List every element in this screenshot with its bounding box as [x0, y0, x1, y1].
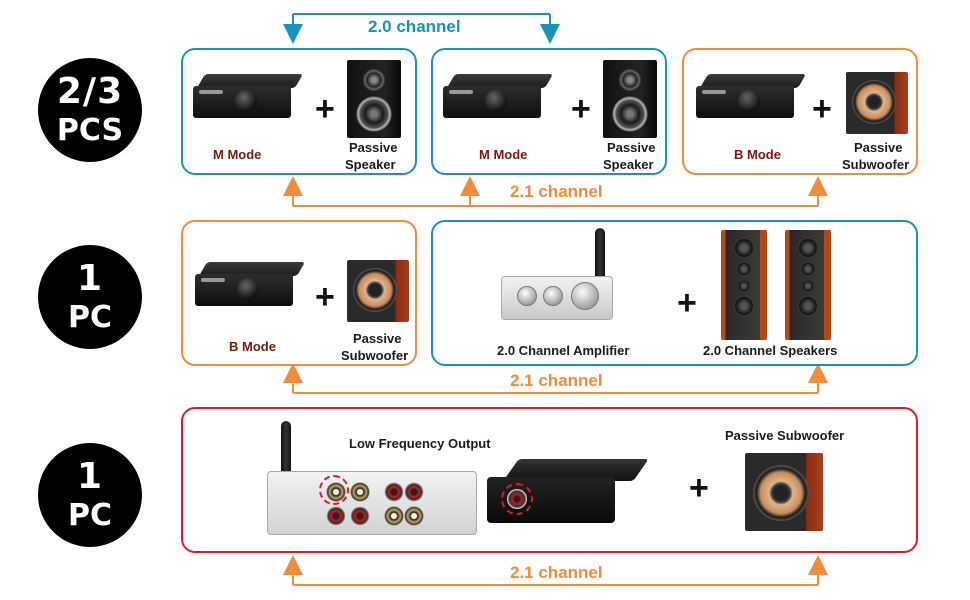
speaker-label-line2: Speaker: [345, 157, 396, 172]
quantity-badge-row2: 1 PC: [38, 245, 142, 349]
speakers-label: 2.0 Channel Speakers: [703, 343, 838, 358]
quantity-badge-row3: 1 PC: [38, 443, 142, 547]
tower-speaker-icon-right: [785, 230, 831, 340]
stereo-channel-label: 2.0 channel: [368, 17, 461, 36]
plus-icon: +: [689, 469, 709, 507]
badge-unit: PCS: [56, 113, 124, 148]
sub-channel-label-row1: 2.1 channel: [510, 182, 603, 201]
subwoofer-icon: [745, 453, 823, 531]
tower-speaker-icon-left: [721, 230, 767, 340]
amp-mode-label: B Mode: [229, 339, 276, 354]
speaker-label-line1: Passive: [607, 140, 656, 155]
badge-count: 1: [76, 258, 104, 299]
subwoofer-label: Passive Subwoofer: [725, 428, 845, 443]
plus-icon: +: [315, 278, 335, 316]
speaker-label-line2: Subwoofer: [842, 157, 910, 172]
antenna-icon: [595, 228, 605, 280]
bluetooth-amplifier-icon: [501, 228, 613, 320]
amp-mode-label: M Mode: [479, 147, 528, 162]
mini-amplifier-icon: [696, 74, 807, 120]
amplifier-label: 2.0 Channel Amplifier: [497, 343, 630, 358]
plus-icon: +: [812, 90, 832, 128]
bookshelf-speaker-icon: [347, 60, 401, 138]
speaker-label-line1: Passive: [353, 331, 402, 346]
plus-icon: +: [315, 90, 335, 128]
speaker-label-line2: Speaker: [603, 157, 654, 172]
setup-box-low-frequency: Low Frequency Output + Passive Subwoofer: [181, 407, 918, 553]
badge-count: 2/3: [56, 71, 124, 112]
mini-amplifier-icon: [195, 262, 306, 308]
low-frequency-output-callout: Low Frequency Output: [349, 436, 491, 451]
antenna-icon: [281, 421, 291, 473]
speaker-label-line1: Passive: [349, 140, 398, 155]
sub-channel-label-row3: 2.1 channel: [510, 563, 603, 582]
setup-box-b-mode-row2: + B Mode Passive Subwoofer: [181, 220, 417, 366]
mini-amplifier-icon: [193, 74, 304, 120]
sub-channel-label-row2: 2.1 channel: [510, 371, 603, 390]
bluetooth-amplifier-rear-icon: [267, 471, 477, 535]
bookshelf-speaker-icon: [603, 60, 657, 138]
subwoofer-icon: [347, 260, 409, 322]
setup-box-stereo-amp: + 2.0 Channel Amplifier 2.0 Channel Spea…: [431, 220, 918, 366]
plus-icon: +: [571, 90, 591, 128]
speaker-label-line2: Subwoofer: [341, 348, 409, 363]
setup-box-m-mode-1: + M Mode Passive Speaker: [181, 48, 417, 175]
speaker-label-line1: Passive: [854, 140, 903, 155]
sub-out-highlight: [319, 475, 349, 505]
amp-mode-label: M Mode: [213, 147, 262, 162]
badge-unit: PC: [67, 300, 112, 335]
badge-unit: PC: [67, 498, 112, 533]
plus-icon: +: [677, 284, 697, 322]
mini-amplifier-icon: [443, 74, 554, 120]
setup-box-b-mode-row1: + B Mode Passive Subwoofer: [682, 48, 918, 175]
setup-box-m-mode-2: + M Mode Passive Speaker: [431, 48, 667, 175]
badge-count: 1: [76, 456, 104, 497]
subwoofer-icon: [846, 72, 908, 134]
quantity-badge-row1: 2/3 PCS: [38, 58, 142, 162]
sub-in-highlight: [501, 483, 533, 515]
amp-mode-label: B Mode: [734, 147, 781, 162]
